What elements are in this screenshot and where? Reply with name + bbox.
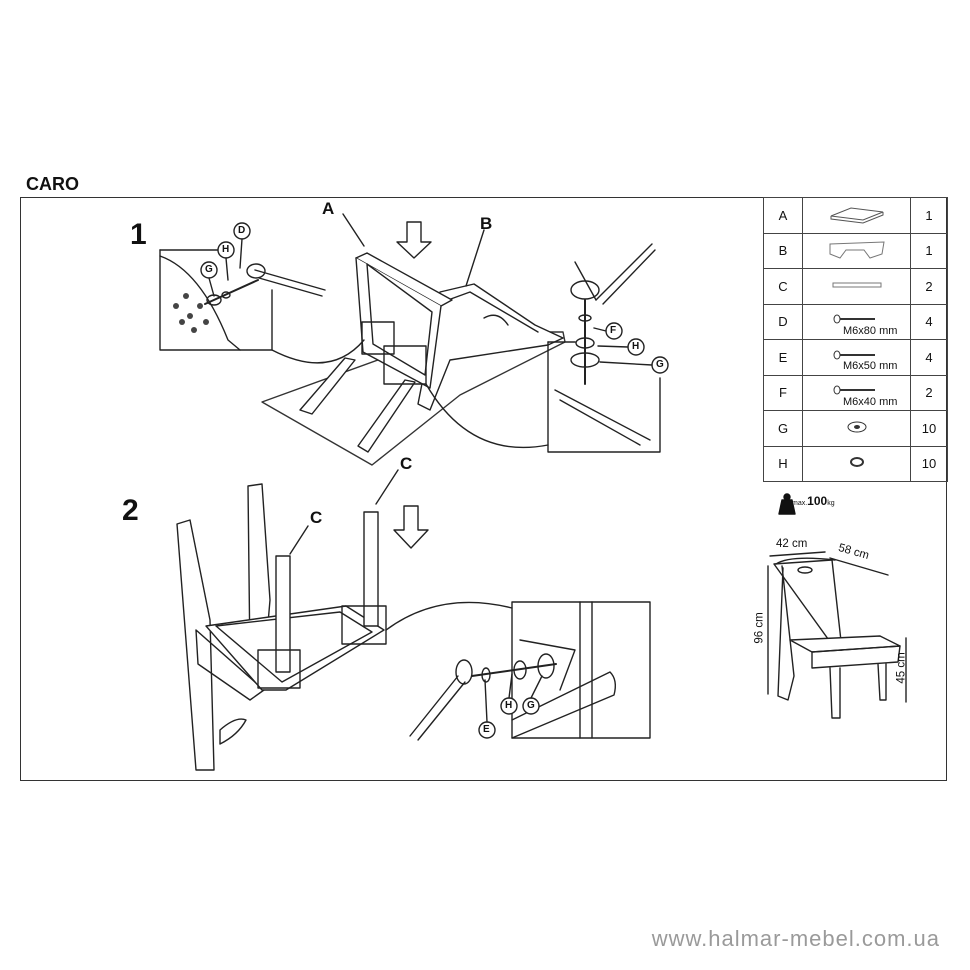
leg-bar-icon <box>827 281 887 293</box>
part-picture: M6x50 mm <box>802 339 911 376</box>
part-size-label: M6x50 mm <box>843 360 898 372</box>
circle-label: H <box>222 244 230 255</box>
part-size-label: M6x80 mm <box>843 324 898 337</box>
part-letter: E <box>763 339 803 376</box>
part-quantity: 2 <box>910 374 948 411</box>
product-title: CARO <box>26 174 79 194</box>
part-quantity: 2 <box>910 268 948 305</box>
part-row: D M6x80 mm 4 <box>763 303 948 340</box>
spring-washer-icon <box>842 457 872 472</box>
part-picture <box>802 197 911 234</box>
bolt-icon <box>827 350 887 366</box>
circle-label: H <box>505 700 513 711</box>
dimension-height: 96 cm <box>753 612 766 644</box>
part-picture: M6x80 mm <box>802 303 911 340</box>
part-letter: A <box>763 197 803 234</box>
callout-c: C <box>400 454 413 473</box>
part-picture <box>802 268 911 305</box>
part-letter: D <box>763 303 803 340</box>
part-picture: M6x40 mm <box>802 374 911 411</box>
callout-a: A <box>322 199 335 218</box>
circle-label: F <box>610 325 617 336</box>
bolt-icon <box>827 385 887 401</box>
callout-b: B <box>480 214 493 233</box>
circle-label: D <box>238 225 246 236</box>
website-footer: www.halmar-mebel.com.ua <box>651 926 940 951</box>
part-picture <box>802 410 911 447</box>
circle-label: H <box>632 341 640 352</box>
part-quantity: 4 <box>910 339 948 376</box>
circle-label: G <box>656 359 664 370</box>
part-size-label: M6x40 mm <box>843 395 898 408</box>
bolt-icon <box>827 314 887 330</box>
part-letter: B <box>763 232 803 269</box>
part-quantity: 10 <box>910 410 948 447</box>
part-row: F M6x40 mm 2 <box>763 374 948 411</box>
callout-c: C <box>310 508 323 527</box>
instruction-frame <box>20 197 947 781</box>
part-letter: C <box>763 268 803 305</box>
step-number-2: 2 <box>122 494 139 527</box>
seat-panel-icon <box>827 207 887 227</box>
part-letter: F <box>763 374 803 411</box>
part-quantity: 1 <box>910 232 948 269</box>
part-picture <box>802 445 911 482</box>
part-row: E M6x50 mm 4 <box>763 339 948 376</box>
part-quantity: 10 <box>910 445 948 482</box>
circle-label: G <box>205 264 213 275</box>
part-row: H 10 <box>763 445 948 482</box>
circle-label: G <box>527 700 535 711</box>
washer-icon <box>842 421 872 437</box>
dimension-seat-height: 45 cm <box>895 652 908 684</box>
part-letter: G <box>763 410 803 447</box>
dimension-width: 42 cm <box>776 538 808 550</box>
step-number-1: 1 <box>130 218 147 251</box>
part-picture <box>802 232 911 269</box>
part-letter: H <box>763 445 803 482</box>
part-quantity: 4 <box>910 303 948 340</box>
part-quantity: 1 <box>910 197 948 234</box>
max-load-label: max.100kg <box>792 494 835 508</box>
circle-label: E <box>483 724 490 735</box>
backrest-frame-icon <box>826 241 888 263</box>
part-row: G 10 <box>763 410 948 447</box>
